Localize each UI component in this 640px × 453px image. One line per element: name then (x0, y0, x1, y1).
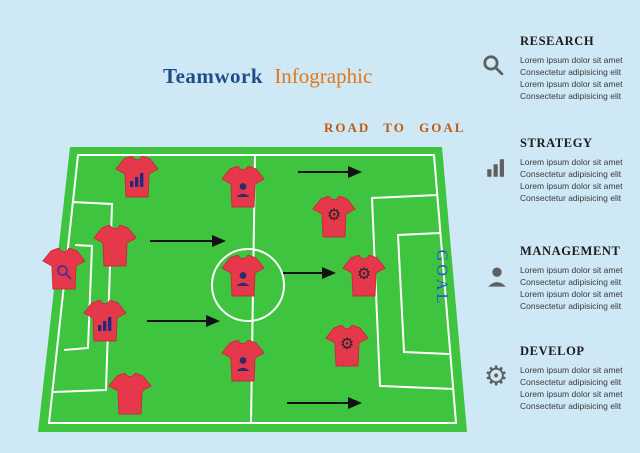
section-text: Lorem ipsum dolor sit amet Consectetur a… (520, 364, 640, 412)
section-develop: ⚙ DEVELOP Lorem ipsum dolor sit amet Con… (482, 344, 640, 412)
player-jersey-barchart (115, 156, 159, 198)
text-line: Lorem ipsum dolor sit amet (520, 389, 623, 399)
bar-chart-icon (487, 159, 504, 177)
section-strategy: STRATEGY Lorem ipsum dolor sit amet Cons… (482, 136, 640, 204)
page-title: Teamwork Infographic (163, 64, 372, 89)
gear-icon: ⚙ (339, 336, 355, 353)
player-jersey-gear: ⚙ (342, 255, 386, 297)
text-line: Lorem ipsum dolor sit amet (520, 265, 623, 275)
person-icon (236, 272, 250, 286)
text-line: Consectetur adipisicing elit (520, 401, 622, 411)
person-icon (236, 183, 250, 197)
bar-chart-icon (98, 317, 112, 331)
goal-label: GOAL (433, 250, 450, 306)
text-line: Consectetur adipisicing elit (520, 193, 622, 203)
gear-icon: ⚙ (484, 361, 509, 391)
jersey-shirt (93, 225, 137, 267)
section-heading: RESEARCH (520, 34, 595, 48)
player-jersey-plain (108, 373, 152, 415)
player-jersey-gear: ⚙ (312, 196, 356, 238)
right-goal-box (396, 232, 450, 355)
text-line: Lorem ipsum dolor sit amet (520, 289, 623, 299)
player-jersey-plain (93, 225, 137, 267)
player-jersey-person (221, 166, 265, 208)
text-line: Lorem ipsum dolor sit amet (520, 55, 623, 65)
left-goal-box (63, 244, 94, 351)
gear-icon: ⚙ (326, 207, 342, 224)
section-heading: DEVELOP (520, 344, 585, 358)
title-accent: Infographic (274, 64, 373, 88)
field-boundary-line (47, 154, 458, 424)
text-line: Lorem ipsum dolor sit amet (520, 157, 623, 167)
bar-chart-icon (130, 173, 144, 187)
left-penalty-box (52, 201, 114, 393)
text-line: Consectetur adipisicing elit (520, 91, 622, 101)
gear-icon: ⚙ (356, 266, 372, 283)
title-main: Teamwork (163, 64, 264, 88)
road-to-goal-label: ROAD TO GOAL (324, 120, 466, 135)
text-line: Consectetur adipisicing elit (520, 169, 622, 179)
player-jersey-person (221, 255, 265, 297)
text-line: Consectetur adipisicing elit (520, 67, 622, 77)
player-jersey-person (221, 340, 265, 382)
text-line: Consectetur adipisicing elit (520, 277, 622, 287)
player-jersey-gear: ⚙ (325, 325, 369, 367)
section-management: MANAGEMENT Lorem ipsum dolor sit amet Co… (482, 244, 640, 312)
magnifier-icon (483, 55, 504, 76)
text-line: Lorem ipsum dolor sit amet (520, 181, 623, 191)
right-penalty-box (370, 194, 455, 390)
section-text: Lorem ipsum dolor sit amet Consectetur a… (520, 264, 640, 312)
player-jersey-magnifier (42, 248, 86, 290)
magnifier-icon (57, 265, 72, 280)
center-circle (211, 248, 285, 322)
text-line: Consectetur adipisicing elit (520, 301, 622, 311)
section-text: Lorem ipsum dolor sit amet Consectetur a… (520, 54, 640, 102)
text-line: Consectetur adipisicing elit (520, 377, 622, 387)
person-icon (488, 267, 506, 287)
text-line: Lorem ipsum dolor sit amet (520, 365, 623, 375)
player-jersey-barchart (83, 300, 127, 342)
text-line: Lorem ipsum dolor sit amet (520, 79, 623, 89)
jersey-shirt (108, 373, 152, 415)
section-text: Lorem ipsum dolor sit amet Consectetur a… (520, 156, 640, 204)
section-heading: MANAGEMENT (520, 244, 621, 258)
section-research: RESEARCH Lorem ipsum dolor sit amet Cons… (482, 34, 640, 102)
person-icon (236, 357, 250, 371)
section-heading: STRATEGY (520, 136, 593, 150)
